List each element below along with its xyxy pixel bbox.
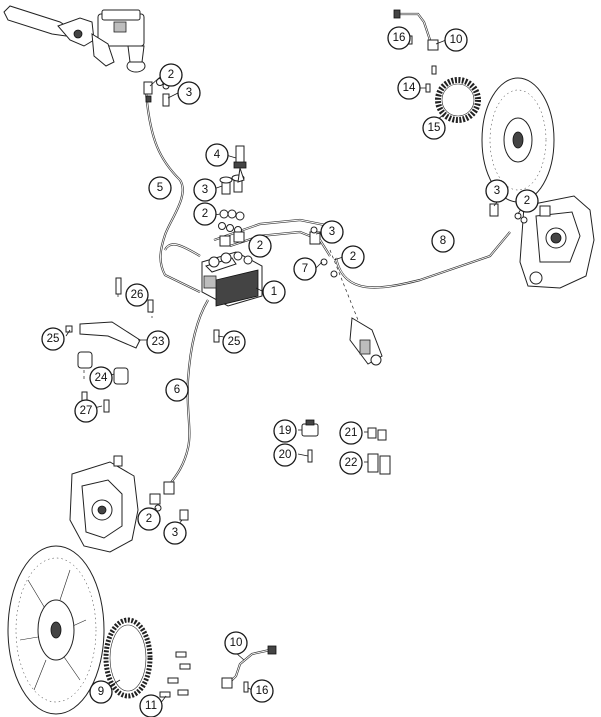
callout-7: 7 <box>293 257 317 281</box>
abs-hydraulic-unit <box>201 251 263 307</box>
callout-8: 8 <box>431 229 455 253</box>
callout-25: 25 <box>222 330 246 354</box>
rear-master-cylinder <box>320 249 383 366</box>
callout-label: 2 <box>202 208 208 220</box>
callout-3: 3 <box>177 81 201 105</box>
callout-25: 25 <box>41 327 65 351</box>
banjo-bolts-center <box>219 174 245 195</box>
callout-16: 16 <box>387 26 411 50</box>
callout-2: 2 <box>248 234 272 258</box>
front-master-cylinder <box>91 9 146 73</box>
rear-brake-disc <box>481 77 555 203</box>
callout-11: 11 <box>139 694 163 717</box>
callout-24: 24 <box>89 366 113 390</box>
callout-label: 3 <box>202 184 208 196</box>
callout-3: 3 <box>485 179 509 203</box>
front-disc-screws <box>159 651 191 698</box>
rear-brake-line <box>319 231 511 289</box>
callout-label: 10 <box>450 34 463 46</box>
callout-15: 15 <box>422 116 446 140</box>
callout-2: 2 <box>159 63 183 87</box>
callout-23: 23 <box>146 330 170 354</box>
callout-label: 15 <box>428 122 441 134</box>
callout-label: 3 <box>186 87 192 99</box>
rear-brake-caliper <box>519 195 595 289</box>
callout-20: 20 <box>273 443 297 467</box>
callout-label: 10 <box>230 637 243 649</box>
callout-2: 2 <box>341 245 365 269</box>
callout-label: 4 <box>214 149 221 161</box>
callout-27: 27 <box>74 399 98 423</box>
callout-label: 3 <box>329 226 335 238</box>
rear-sensor-ring <box>435 77 481 123</box>
callout-label: 14 <box>403 82 416 94</box>
pressure-sensor <box>301 419 319 437</box>
callout-label: 8 <box>440 235 446 247</box>
callout-1: 1 <box>262 280 286 304</box>
callout-label: 19 <box>279 425 292 437</box>
callout-label: 6 <box>174 384 180 396</box>
callout-label: 9 <box>98 686 104 698</box>
rear-wheel-speed-sensor <box>393 9 439 51</box>
callout-label: 3 <box>494 185 500 197</box>
callout-label: 2 <box>350 251 356 263</box>
callout-label: 25 <box>228 336 241 348</box>
front-wheel-speed-sensor <box>221 645 277 693</box>
front-caliper-banjo <box>149 493 189 521</box>
callout-label: 16 <box>393 32 406 44</box>
callout-label: 24 <box>95 372 108 384</box>
callout-label: 25 <box>47 333 60 345</box>
callout-label: 16 <box>256 685 269 697</box>
callout-label: 7 <box>302 263 308 275</box>
callout-5: 5 <box>148 176 172 200</box>
callout-22: 22 <box>339 451 363 475</box>
callout-3: 3 <box>320 220 344 244</box>
rubber-dampers <box>77 351 129 385</box>
callout-3: 3 <box>193 178 217 202</box>
callout-3: 3 <box>163 521 187 545</box>
callout-label: 26 <box>131 289 144 301</box>
callout-21: 21 <box>339 421 363 445</box>
callout-label: 2 <box>146 513 152 525</box>
callout-label: 20 <box>279 449 292 461</box>
callout-label: 5 <box>157 182 163 194</box>
callout-label: 11 <box>145 700 157 712</box>
callout-label: 3 <box>172 527 178 539</box>
brake-pads <box>367 453 391 475</box>
callout-label: 21 <box>345 427 358 439</box>
callout-9: 9 <box>89 680 113 704</box>
bleeder-valve <box>233 145 247 183</box>
front-brake-caliper <box>69 455 139 553</box>
callout-19: 19 <box>273 419 297 443</box>
callout-14: 14 <box>397 76 421 100</box>
front-brake-line-lower <box>163 299 209 495</box>
callout-label: 2 <box>524 195 530 207</box>
callout-label: 1 <box>271 286 277 298</box>
washer-group-center <box>218 209 245 247</box>
callout-2: 2 <box>193 202 217 226</box>
callout-2: 2 <box>137 507 161 531</box>
brake-lever <box>3 5 95 47</box>
callout-2: 2 <box>515 189 539 213</box>
callout-6: 6 <box>165 378 189 402</box>
callout-10: 10 <box>444 28 468 52</box>
rear-banjo-bolt <box>489 203 528 224</box>
callout-26: 26 <box>125 283 149 307</box>
pressure-sensor-screw <box>307 449 313 463</box>
front-sensor-ring <box>103 617 153 699</box>
callout-label: 22 <box>345 457 358 469</box>
callout-10: 10 <box>224 631 248 655</box>
front-brake-line-upper <box>143 81 201 293</box>
clip <box>367 427 387 441</box>
callout-label: 27 <box>80 405 93 417</box>
leader-lines <box>65 36 525 705</box>
callout-label: 2 <box>257 240 263 252</box>
callout-label: 2 <box>168 69 174 81</box>
callout-4: 4 <box>205 143 229 167</box>
callout-16: 16 <box>250 679 274 703</box>
front-brake-disc <box>7 545 105 715</box>
rear-tee-fitting <box>309 226 321 245</box>
callout-label: 23 <box>152 336 165 348</box>
